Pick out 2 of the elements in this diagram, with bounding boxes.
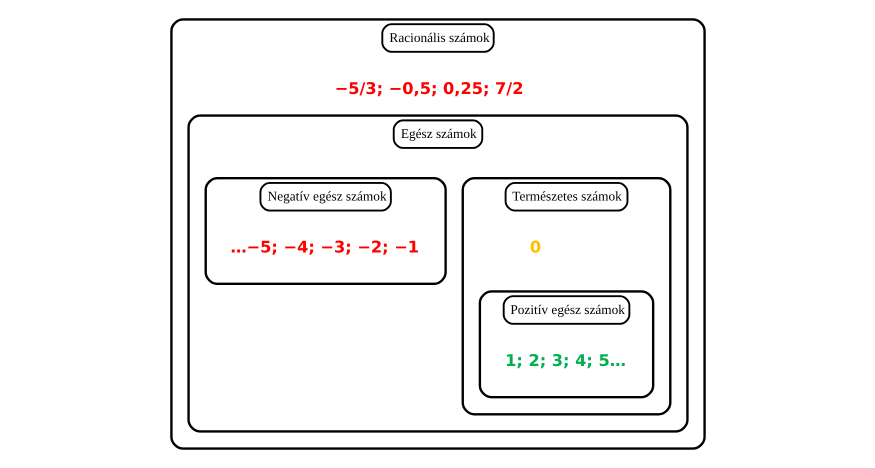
- node-box: Pozitív egész számok 1; 2; 3; 4; 5…: [478, 290, 654, 398]
- node-box: Negatív egész számok …−5; −4; −3; −2; −1: [204, 176, 446, 286]
